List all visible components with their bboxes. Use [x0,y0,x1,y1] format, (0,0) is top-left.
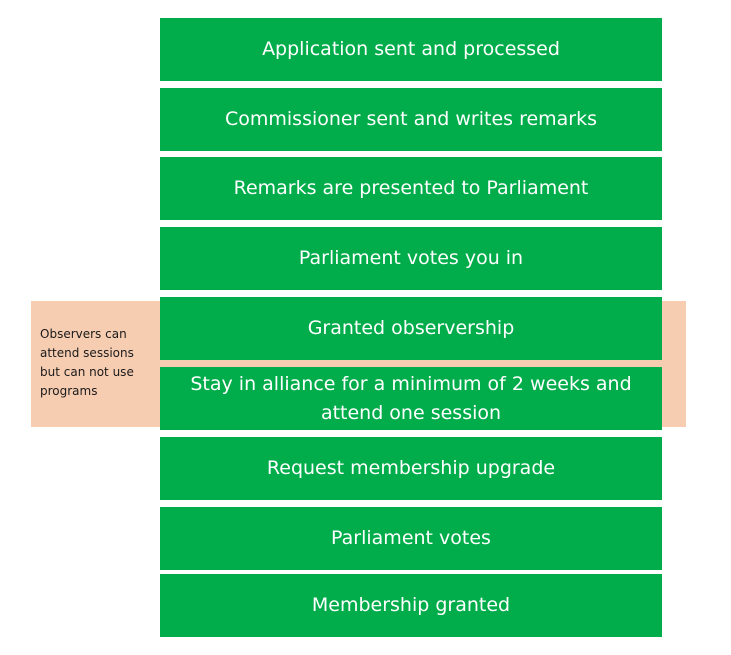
step-stay-in-alliance: Stay in alliance for a minimum of 2 week… [160,367,662,430]
step-remarks-presented: Remarks are presented to Parliament [160,157,662,220]
step-membership-granted: Membership granted [160,574,662,637]
step-parliament-votes: Parliament votes [160,507,662,570]
observer-note: Observers can attend sessions but can no… [40,327,134,398]
step-granted-observership: Granted observership [160,297,662,360]
step-parliament-votes-in: Parliament votes you in [160,227,662,290]
step-request-upgrade: Request membership upgrade [160,437,662,500]
step-commissioner-remarks: Commissioner sent and writes remarks [160,88,662,151]
step-application-sent: Application sent and processed [160,18,662,81]
